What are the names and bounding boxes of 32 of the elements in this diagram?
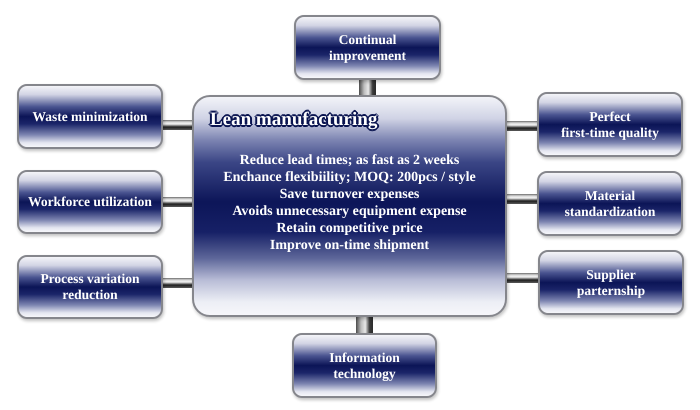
box-label: Waste minimization (31, 108, 149, 124)
process-box (17, 255, 163, 319)
benefit-text: Avoids unnecessary equipment expense (232, 203, 467, 220)
central-box (192, 95, 507, 317)
benefit-text: Enchance flexibiility; MOQ: 200pcs / style (223, 169, 476, 186)
box-title: Lean manufacturing (210, 109, 378, 131)
box-label: Process variation reduction (39, 271, 141, 303)
process-box (537, 92, 683, 157)
connector-pipe (356, 317, 373, 333)
process-box (292, 333, 437, 398)
box-label: Material standardization (564, 188, 656, 220)
benefit-text: Reduce lead times; as fast as 2 weeks (240, 152, 460, 169)
benefit-text: Improve on-time shipment (270, 237, 430, 254)
benefit-text: Save turnover expenses (280, 186, 420, 203)
connector-pipe (507, 194, 537, 204)
connector-pipe (163, 120, 192, 130)
box-label: Perfect first-time quality (560, 108, 660, 140)
connector-pipe (507, 121, 537, 131)
box-label: Information technology (328, 350, 401, 382)
process-box (538, 250, 684, 315)
benefit-text: Retain competitive price (276, 220, 423, 237)
process-box (17, 84, 163, 149)
process-box (537, 171, 683, 236)
box-label: Continual improvement (328, 32, 407, 64)
connector-pipe (163, 197, 192, 207)
box-label: Supplier parternship (576, 266, 646, 298)
connector-pipe (359, 80, 376, 95)
process-box (294, 15, 441, 80)
connector-pipe (507, 273, 538, 283)
process-box (17, 170, 163, 234)
connector-pipe (163, 278, 192, 288)
box-label: Workforce utilization (27, 194, 153, 210)
